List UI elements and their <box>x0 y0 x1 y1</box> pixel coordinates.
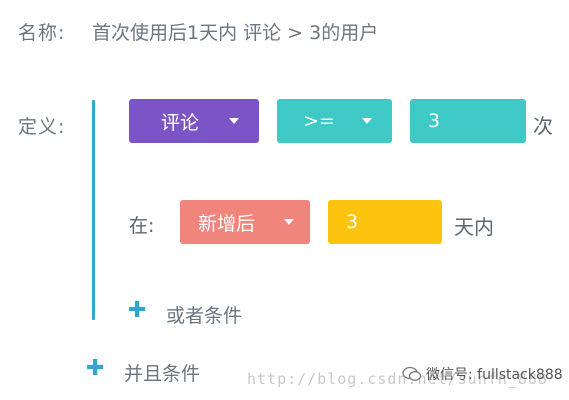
add-and-condition-button[interactable]: 并且条件 <box>124 363 201 385</box>
chevron-down-icon <box>284 219 294 225</box>
definition-group-bracket <box>92 100 95 320</box>
plus-icon[interactable]: ✚ <box>86 356 105 381</box>
add-or-condition-button[interactable]: 或者条件 <box>166 305 243 327</box>
count-input[interactable]: 3 <box>410 99 526 143</box>
chevron-down-icon <box>229 118 239 124</box>
operator-select-value: >= <box>303 110 335 132</box>
wechat-icon <box>402 366 422 381</box>
wechat-id: 微信号: fullstack888 <box>426 367 563 383</box>
operator-select[interactable]: >= <box>277 99 392 143</box>
chevron-down-icon <box>362 118 372 124</box>
blog-watermark: http://blog.csdn.net/sunfn_888 <box>247 370 548 388</box>
event-select-value: 评论 <box>161 111 200 134</box>
plus-icon[interactable]: ✚ <box>128 298 147 323</box>
days-input[interactable]: 3 <box>328 200 442 244</box>
count-unit: 次 <box>533 114 553 138</box>
time-select-value: 新增后 <box>198 212 256 235</box>
event-select[interactable]: 评论 <box>129 99 259 143</box>
days-input-value: 3 <box>346 211 359 233</box>
time-select[interactable]: 新增后 <box>180 200 310 244</box>
definition-label: 定义: <box>18 116 66 138</box>
count-input-value: 3 <box>428 110 441 132</box>
time-label: 在: <box>129 215 155 237</box>
name-label: 名称: <box>18 22 66 44</box>
days-unit: 天内 <box>454 215 494 239</box>
wechat-watermark: 微信号: fullstack888 <box>402 364 563 384</box>
segment-name: 首次使用后1天内 评论 > 3的用户 <box>92 22 379 44</box>
